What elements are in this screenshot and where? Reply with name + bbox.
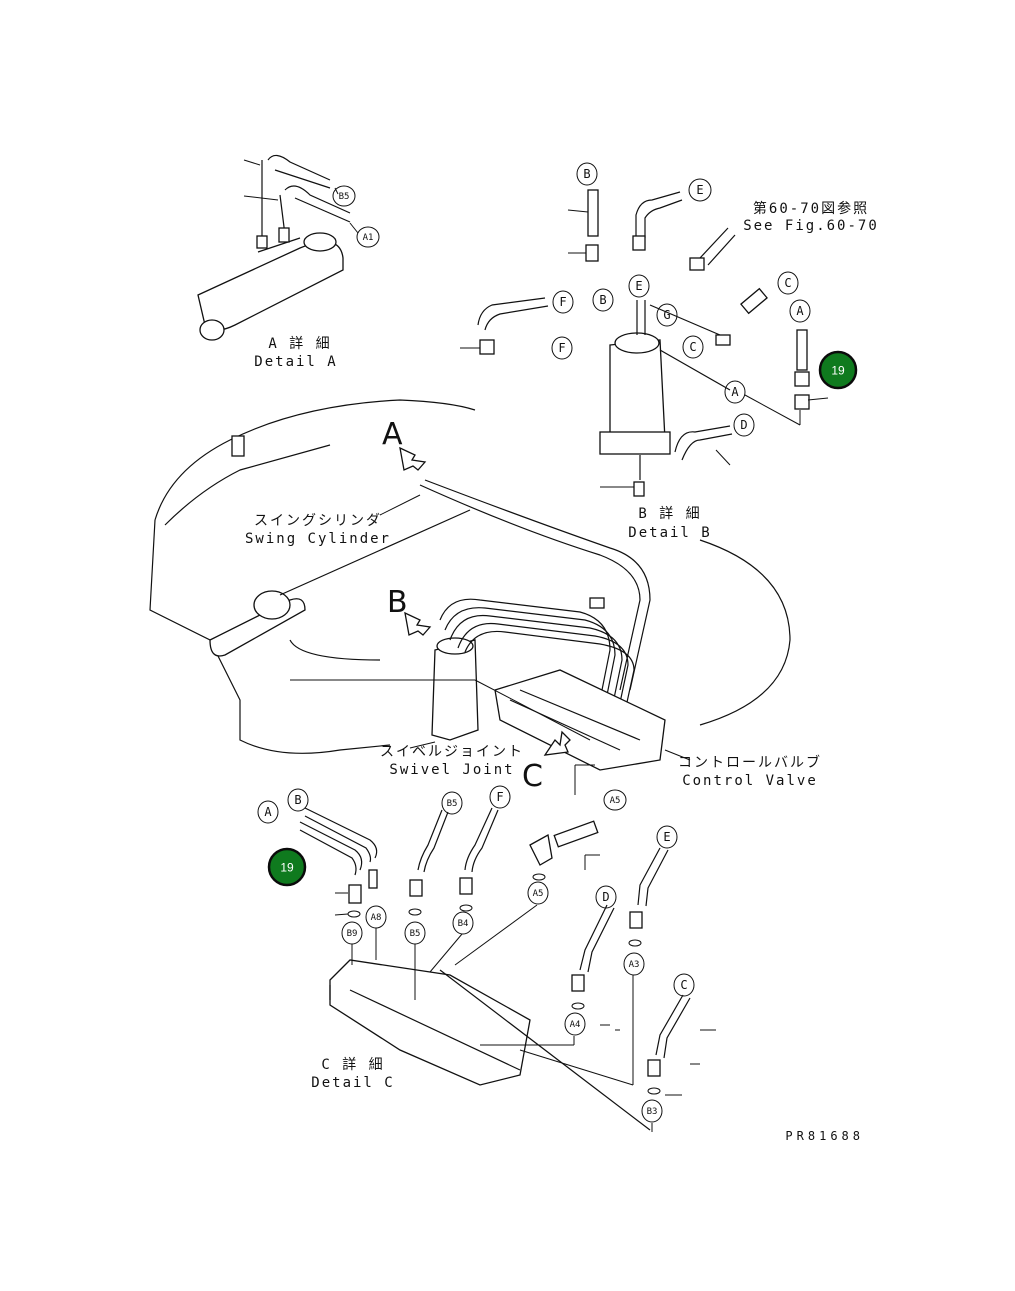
svg-text:B4: B4 <box>458 919 469 929</box>
svg-text:B5: B5 <box>339 192 350 202</box>
svg-text:A: A <box>264 805 272 819</box>
callout-b-f: F <box>552 290 574 314</box>
callout-c-c: C <box>673 973 695 997</box>
svg-text:A: A <box>731 385 739 399</box>
svg-text:19: 19 <box>831 364 845 378</box>
callout-c-b3: B3 <box>641 1099 663 1123</box>
svg-text:E: E <box>663 830 670 844</box>
detail-c-label-en: Detail C <box>311 1075 394 1091</box>
svg-text:B: B <box>583 167 590 181</box>
svg-text:E: E <box>635 279 642 293</box>
svg-text:D: D <box>740 418 747 432</box>
callout-c-f: F <box>489 785 511 809</box>
view-arrow-a-letter: A <box>382 417 403 452</box>
detail-a-label-en: Detail A <box>254 354 337 370</box>
swing-cylinder-label-jp: スイングシリンダ <box>254 513 382 529</box>
callout-c-a3: A3 <box>623 952 645 976</box>
svg-text:G: G <box>663 308 670 322</box>
svg-text:A4: A4 <box>570 1020 581 1030</box>
detail-b-label-en: Detail B <box>628 525 711 541</box>
svg-text:A5: A5 <box>533 889 544 899</box>
view-arrow-b-letter: B <box>387 585 408 620</box>
svg-text:A: A <box>796 304 804 318</box>
svg-text:B9: B9 <box>347 929 358 939</box>
callout-c-a5: A5 <box>603 789 627 811</box>
callout-c-b5b: B5 <box>404 921 426 945</box>
callout-c-a4: A4 <box>564 1012 586 1036</box>
detail-a-label-jp: A 詳 細 <box>268 336 331 352</box>
svg-text:A1: A1 <box>363 233 374 243</box>
detail-c-drawing <box>299 807 716 1132</box>
view-arrow-c-letter: C <box>522 759 543 794</box>
drawing-number: PR81688 <box>785 1129 864 1143</box>
svg-text:B5: B5 <box>447 799 458 809</box>
detail-b-drawing <box>460 189 829 497</box>
see-fig-label-jp: 第60-70図参照 <box>753 200 869 217</box>
callout-b-f2: F <box>551 336 573 360</box>
see-fig-label-en: See Fig.60-70 <box>743 218 879 234</box>
svg-text:B3: B3 <box>647 1107 658 1117</box>
callout-a-a1: A1 <box>356 226 380 248</box>
svg-text:B: B <box>294 793 301 807</box>
item-badge-19-bottom[interactable]: 19 <box>267 847 307 887</box>
control-valve-label-en: Control Valve <box>682 773 818 789</box>
callout-c-b9: B9 <box>341 921 363 945</box>
svg-text:B5: B5 <box>410 929 421 939</box>
detail-a-drawing <box>197 154 359 341</box>
svg-text:A8: A8 <box>371 913 382 923</box>
detail-c-label-jp: C 詳 細 <box>321 1057 384 1073</box>
callout-b-b2: B <box>592 288 614 312</box>
svg-text:A5: A5 <box>610 796 621 806</box>
callout-b-b: B <box>576 162 598 186</box>
callout-b-e: E <box>688 178 712 202</box>
callout-c-d: D <box>595 885 617 909</box>
svg-text:A3: A3 <box>629 960 640 970</box>
svg-text:F: F <box>559 295 566 309</box>
svg-text:F: F <box>496 790 503 804</box>
item-badge-19-top[interactable]: 19 <box>818 350 858 390</box>
callout-a-b5: B5 <box>332 185 356 207</box>
svg-text:F: F <box>558 341 565 355</box>
callout-c-b: B <box>287 788 309 812</box>
machine-overview-drawing <box>149 399 791 795</box>
callout-b-e2: E <box>628 274 650 298</box>
svg-text:C: C <box>689 340 696 354</box>
callout-b-g: G <box>656 303 678 327</box>
callout-c-e: E <box>656 825 678 849</box>
callout-c-b4: B4 <box>452 911 474 935</box>
callout-c-a: A <box>257 800 279 824</box>
svg-text:19: 19 <box>280 861 294 875</box>
control-valve-label-jp: コントロールバルブ <box>678 754 822 771</box>
detail-b-label-jp: B 詳 細 <box>638 506 701 522</box>
callout-b-a2: A <box>724 380 746 404</box>
svg-text:E: E <box>696 183 703 197</box>
svg-text:C: C <box>784 276 791 290</box>
callout-c-a8: A8 <box>365 905 387 929</box>
callout-b-a: A <box>789 299 811 323</box>
callout-b-d: D <box>733 413 755 437</box>
callout-b-c2: C <box>682 335 704 359</box>
svg-text:C: C <box>680 978 687 992</box>
swing-cylinder-label-en: Swing Cylinder <box>245 531 391 547</box>
callout-b-c: C <box>777 271 799 295</box>
callout-c-a5b: A5 <box>527 881 549 905</box>
callout-c-b5: B5 <box>441 791 463 815</box>
swivel-joint-label-jp: スイベルジョイント <box>380 744 524 760</box>
swivel-joint-label-en: Swivel Joint <box>389 762 514 778</box>
svg-text:B: B <box>599 293 606 307</box>
svg-text:D: D <box>602 890 609 904</box>
